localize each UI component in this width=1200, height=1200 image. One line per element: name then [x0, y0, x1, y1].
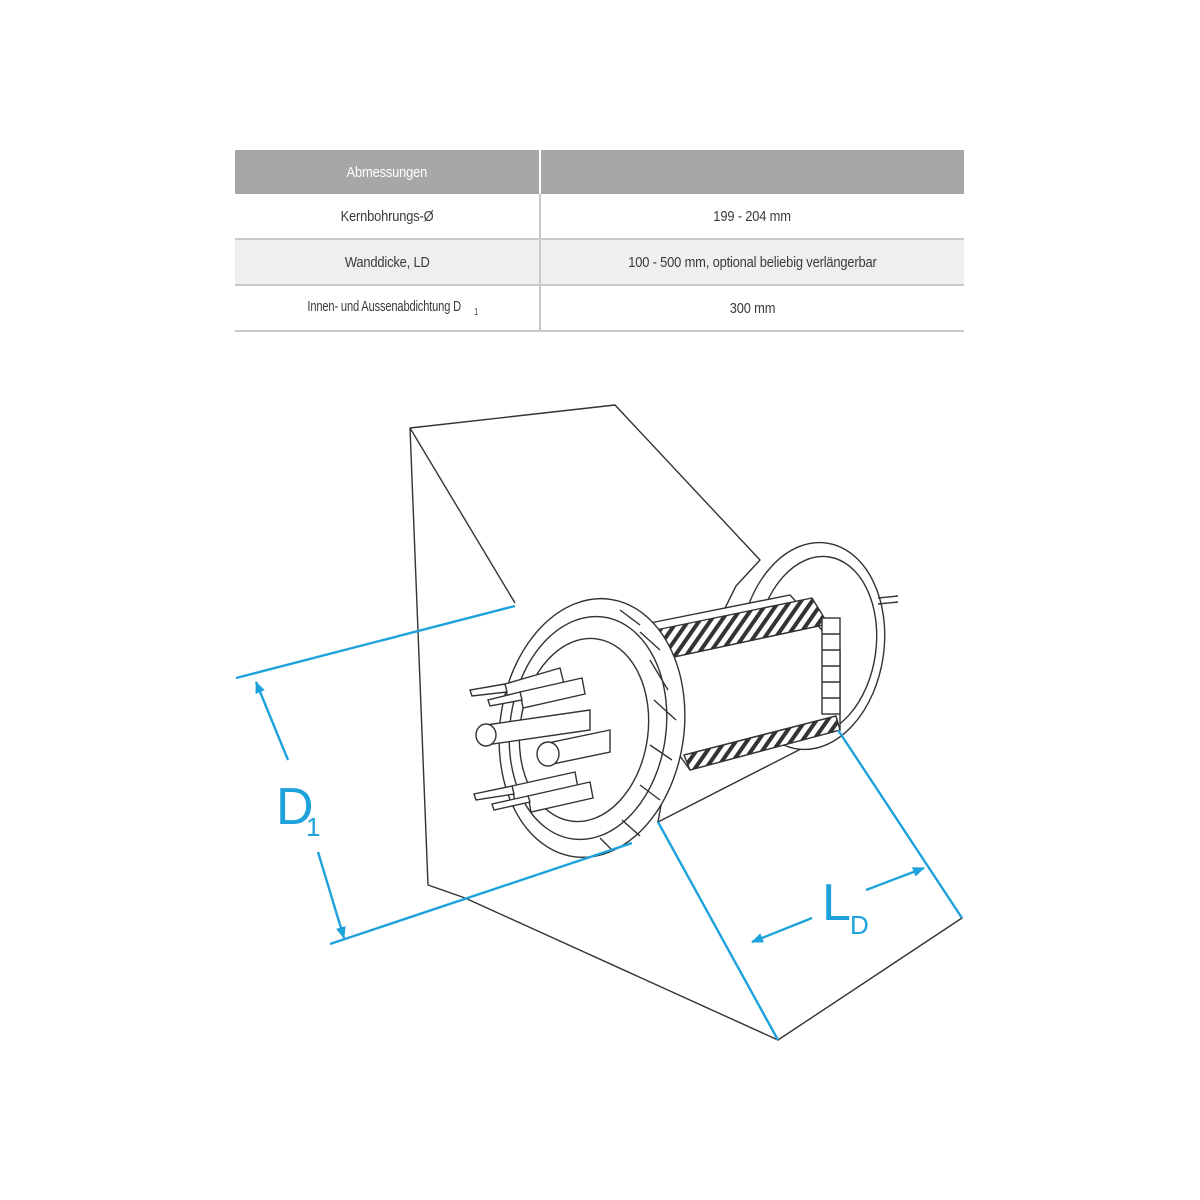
table-row: Kernbohrungs-Ø 199 - 204 mm [235, 194, 964, 240]
row-value-wall-thickness: 100 - 500 mm, optional beliebig verlänge… [539, 239, 964, 286]
dimension-lines [235, 604, 964, 1041]
row-value-core-drill: 199 - 204 mm [539, 194, 964, 240]
table-header-row: Abmessungen [235, 150, 964, 194]
sleeve-body [639, 594, 841, 771]
svg-text:L: L [822, 874, 851, 932]
table-row: Wanddicke, LD 100 - 500 mm, optional bel… [235, 239, 964, 286]
svg-text:D: D [850, 910, 869, 940]
row-label-wall-thickness: Wanddicke, LD [235, 239, 540, 286]
dimension-label-ld: L D [822, 874, 869, 940]
cable-entries [469, 667, 611, 813]
dimension-label-d1: D 1 [276, 778, 320, 842]
row-label-core-drill: Kernbohrungs-Ø [235, 194, 540, 240]
svg-text:D: D [276, 778, 314, 836]
row-value-sealing: 300 mm [539, 285, 964, 332]
header-dimensions: Abmessungen [235, 150, 540, 194]
header-values [539, 150, 964, 194]
dimensions-table: Abmessungen Kernbohrungs-Ø 199 - 204 mm … [235, 150, 964, 332]
svg-text:1: 1 [306, 812, 320, 842]
